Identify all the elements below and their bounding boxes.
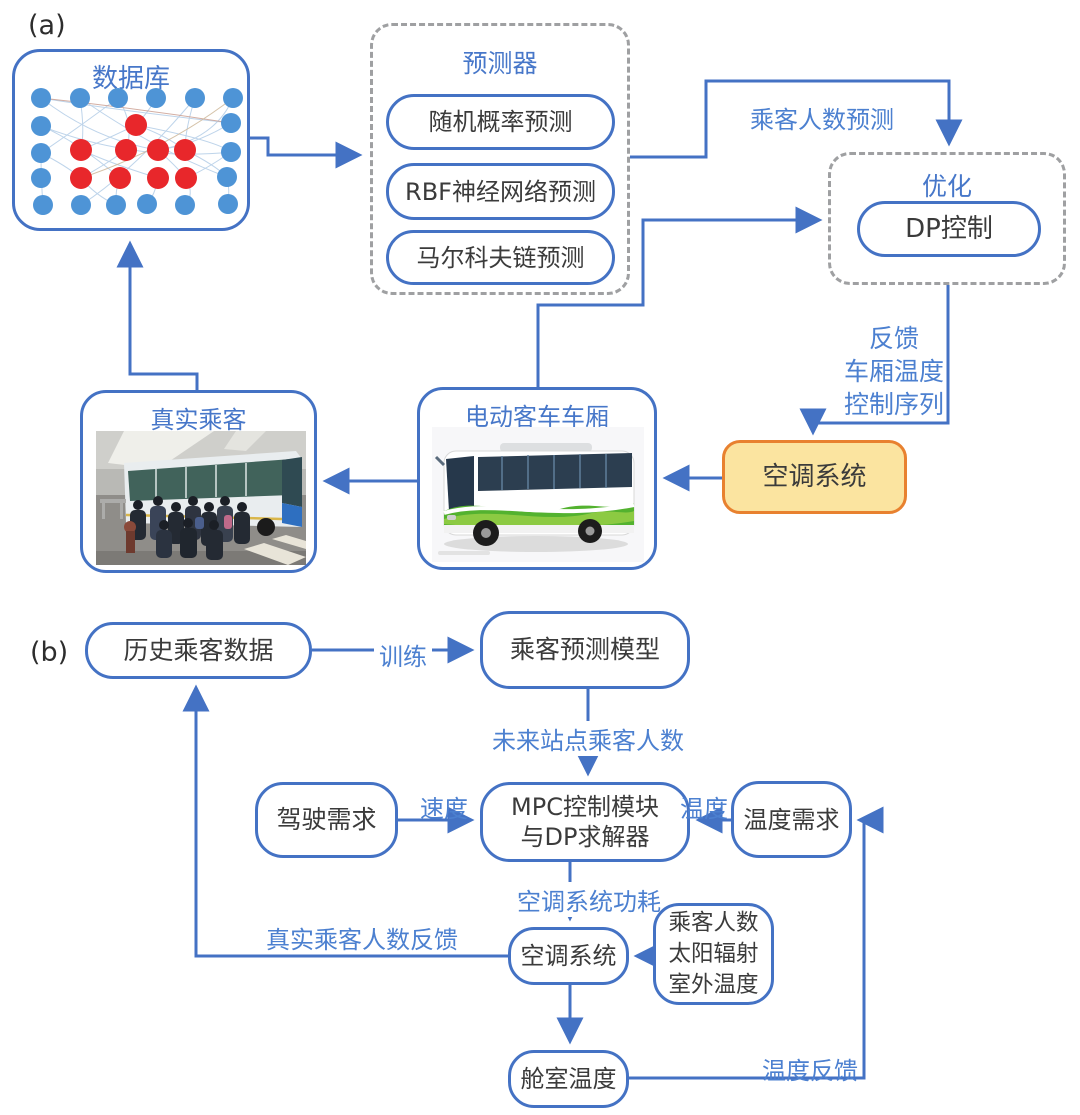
mpc-box: MPC控制模块 与DP求解器 [480, 782, 690, 862]
electric-bus-photo [432, 427, 644, 562]
panel-a-label: (a) [28, 10, 66, 41]
history-data-box: 历史乘客数据 [85, 622, 312, 679]
env-line-3: 室外温度 [668, 971, 759, 998]
feedback-label: 反馈 车厢温度 控制序列 [814, 322, 974, 421]
optimization-group: 优化 [828, 152, 1066, 285]
predictor-group: 预测器 [370, 23, 630, 295]
mpc-line-2: 与DP求解器 [520, 823, 650, 851]
real-passenger-feedback-label: 真实乘客人数反馈 [266, 926, 458, 954]
feedback-line-1: 反馈 [868, 324, 919, 353]
driving-demand-box: 驾驶需求 [255, 782, 398, 858]
feedback-line-2: 车厢温度 [843, 357, 944, 386]
future-passengers-label: 未来站点乘客人数 [487, 721, 689, 756]
prediction-model-box: 乘客预测模型 [480, 611, 690, 689]
ac-system-a-box: 空调系统 [722, 440, 907, 514]
passengers-boarding-photo [96, 431, 306, 565]
passenger-prediction-label: 乘客人数预测 [750, 106, 894, 134]
temperature-label: 温度 [680, 795, 728, 823]
method-rbf-network: RBF神经网络预测 [386, 163, 615, 220]
ac-system-b-box: 空调系统 [508, 927, 629, 985]
method-markov-chain: 马尔科夫链预测 [386, 230, 615, 285]
temp-demand-box: 温度需求 [731, 781, 852, 858]
env-line-1: 乘客人数 [668, 909, 759, 936]
cabin-temp-box: 舱室温度 [508, 1050, 629, 1108]
optimization-title: 优化 [921, 172, 972, 201]
ac-power-label: 空调系统功耗 [512, 882, 666, 917]
database-box: 数据库 [12, 49, 250, 231]
mpc-line-1: MPC控制模块 [511, 793, 659, 821]
bus-cabin-box: 电动客车车厢 [417, 387, 657, 570]
speed-label: 速度 [420, 795, 468, 823]
method-random-probability: 随机概率预测 [386, 94, 615, 150]
predictor-title: 预测器 [462, 49, 538, 78]
bus-cabin-title: 电动客车车厢 [465, 403, 609, 431]
panel-b-label: (b) [30, 637, 69, 668]
network-graph [31, 88, 243, 215]
crowd [124, 496, 250, 560]
training-label: 训练 [374, 637, 432, 672]
dp-control-box: DP控制 [857, 201, 1041, 257]
real-passengers-box: 真实乘客 [80, 390, 317, 573]
feedback-line-3: 控制序列 [843, 390, 944, 419]
real-passengers-title: 真实乘客 [150, 406, 247, 434]
env-line-2: 太阳辐射 [668, 940, 759, 967]
environment-box: 乘客人数 太阳辐射 室外温度 [653, 903, 774, 1005]
temp-feedback-label: 温度反馈 [762, 1057, 858, 1085]
